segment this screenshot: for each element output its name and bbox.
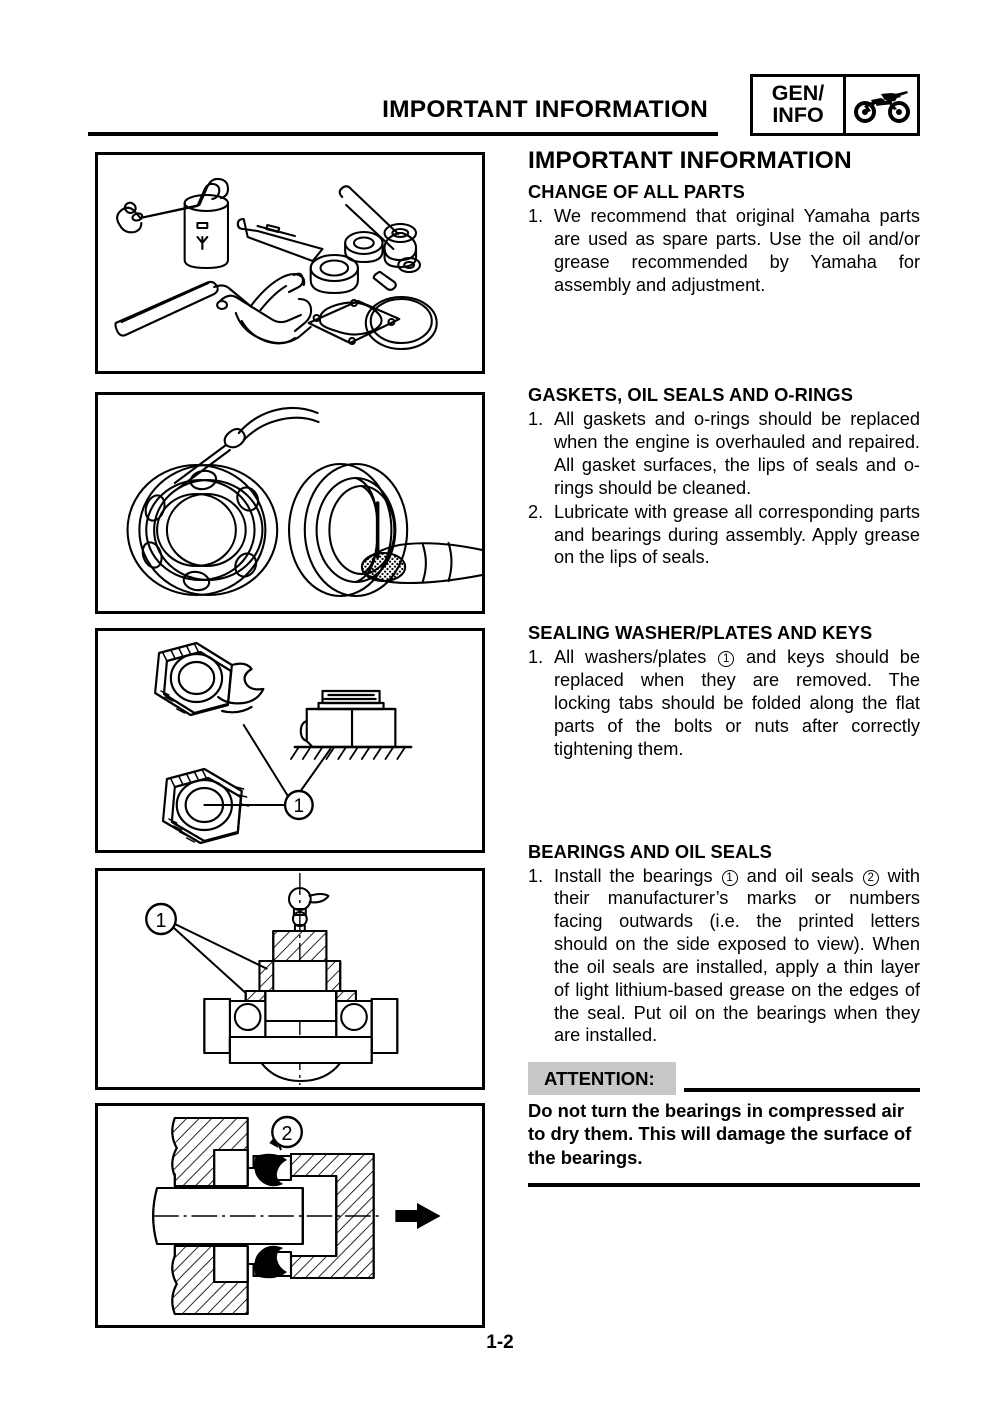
section-items: 1. We recommend that original Yamaha par… bbox=[528, 205, 920, 296]
figure-callout-1: 1 bbox=[156, 910, 167, 932]
section-items: 1. Install the bearings 1 and oil seals 2… bbox=[528, 865, 920, 1048]
inline-callout-1: 1 bbox=[718, 651, 735, 668]
item-text: All gaskets and o-rings should be replac… bbox=[554, 409, 920, 498]
motorcycle-icon bbox=[846, 77, 917, 133]
item-text-after: and keys should be replaced when they ar… bbox=[554, 647, 921, 759]
page-title: IMPORTANT INFORMATION bbox=[382, 96, 708, 123]
page-header: IMPORTANT INFORMATION GEN/ INFO bbox=[88, 74, 920, 136]
item-text-middle: and oil seals bbox=[746, 865, 854, 886]
figure-callout-2: 2 bbox=[282, 1123, 293, 1145]
section-tab: GEN/ INFO bbox=[750, 74, 920, 136]
section-change-of-all-parts: CHANGE OF ALL PARTS 1. We recommend that… bbox=[528, 181, 920, 296]
section-items: 1. All gaskets and o-rings should be rep… bbox=[528, 408, 920, 569]
section-tab-line1: GEN/ bbox=[771, 81, 825, 105]
figure-special-tools-and-parts bbox=[95, 152, 485, 374]
list-item: 1. All washers/plates 1 and keys should b… bbox=[528, 646, 920, 760]
item-text-after: with their manufacturer’s marks or numbe… bbox=[554, 865, 920, 1046]
section-tab-line2: INFO bbox=[772, 102, 824, 127]
figure-oil-seal-installation-cross-section: 2 bbox=[95, 1103, 485, 1328]
attention-header: ATTENTION: bbox=[528, 1062, 920, 1095]
list-item: 1. We recommend that original Yamaha par… bbox=[528, 205, 920, 296]
attention-rule bbox=[684, 1088, 920, 1092]
item-text: Lubricate with grease all corresponding … bbox=[554, 501, 920, 568]
section-heading: SEALING WASHER/PLATES AND KEYS bbox=[528, 622, 873, 644]
item-number: 1. bbox=[528, 409, 544, 430]
attention-body: Do not turn the bearings in compressed a… bbox=[528, 1100, 912, 1168]
figure-bearing-installation-cross-section: 1 bbox=[95, 868, 485, 1090]
section-heading: GASKETS, OIL SEALS AND O-RINGS bbox=[528, 384, 853, 406]
attention-label: ATTENTION: bbox=[528, 1062, 676, 1095]
item-number: 1. bbox=[528, 647, 544, 668]
list-item: 1. All gaskets and o-rings should be rep… bbox=[528, 408, 920, 499]
attention-block: ATTENTION: Do not turn the bearings in c… bbox=[528, 1062, 920, 1188]
section-tab-label: GEN/ INFO bbox=[753, 77, 846, 133]
section-heading: BEARINGS AND OIL SEALS bbox=[528, 840, 772, 862]
section-items: 1. All washers/plates 1 and keys should b… bbox=[528, 646, 920, 760]
attention-closing-rule bbox=[528, 1183, 920, 1188]
section-gaskets-oil-seals-and-o-rings: GASKETS, OIL SEALS AND O-RINGS 1. All ga… bbox=[528, 384, 920, 569]
list-item: 1. Install the bearings 1 and oil seals 2… bbox=[528, 865, 920, 1048]
section-bearings-and-oil-seals: BEARINGS AND OIL SEALS 1. Install the bea… bbox=[528, 841, 920, 1048]
item-number: 1. bbox=[528, 205, 544, 226]
figure-lock-washers-and-nut: 1 bbox=[95, 628, 485, 853]
content-column: IMPORTANT INFORMATION CHANGE OF ALL PART… bbox=[528, 147, 920, 1048]
inline-callout-2: 2 bbox=[862, 869, 879, 886]
inline-callout-1: 1 bbox=[721, 869, 738, 886]
page-number: 1-2 bbox=[486, 1332, 514, 1353]
item-text: We recommend that original Yamaha parts … bbox=[554, 205, 920, 295]
section-sealing-washer-plates-and-keys: SEALING WASHER/PLATES AND KEYS 1. All was… bbox=[528, 622, 920, 760]
document-title: IMPORTANT INFORMATION bbox=[528, 147, 852, 174]
item-number: 1. bbox=[528, 865, 544, 886]
item-number: 2. bbox=[528, 501, 544, 522]
figure-callout-1: 1 bbox=[294, 795, 304, 816]
figure-bearing-lubrication-and-seal-greasing bbox=[95, 392, 485, 614]
item-text-before: Install the bearings bbox=[554, 865, 713, 886]
item-text-before: All washers/plates bbox=[554, 647, 707, 668]
section-heading: CHANGE OF ALL PARTS bbox=[528, 180, 745, 202]
header-rule bbox=[88, 132, 718, 136]
list-item: 2. Lubricate with grease all correspondi… bbox=[528, 501, 920, 570]
